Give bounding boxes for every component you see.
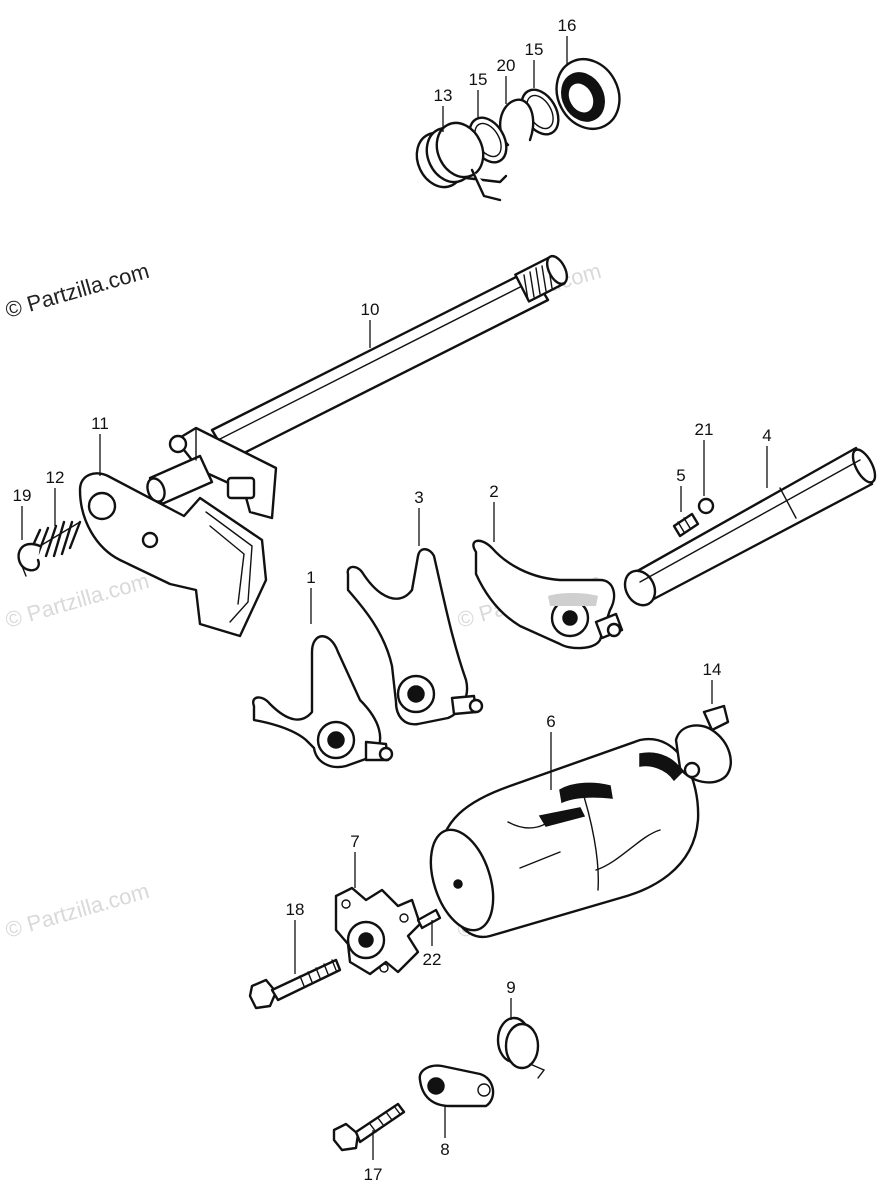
callout-6: 6 [546, 712, 555, 731]
callout-8: 8 [440, 1140, 449, 1159]
drum-stopper-part [674, 704, 732, 784]
callout-7: 7 [350, 832, 359, 851]
callout-2: 2 [489, 482, 498, 501]
shift-arm-part [146, 426, 278, 520]
callout-20: 20 [497, 56, 516, 75]
watermark-faint: © Partzilla.com [2, 568, 151, 633]
callout-17: 17 [364, 1165, 383, 1184]
callout-21: 21 [695, 420, 714, 439]
spring-pin-part [672, 512, 700, 538]
callout-22: 22 [423, 950, 442, 969]
watermark-main: © Partzilla.com [2, 258, 151, 323]
callout-15: 15 [525, 40, 544, 59]
callout-5: 5 [676, 466, 685, 485]
watermark-faint: © Partzilla.com [2, 878, 151, 943]
callout-12: 12 [46, 468, 65, 487]
clip-part [17, 542, 42, 577]
shift-fork-part [472, 539, 624, 650]
callout-18: 18 [286, 900, 305, 919]
callout-19: 19 [13, 486, 32, 505]
shift-fork-part [252, 635, 394, 769]
callout-14: 14 [703, 660, 722, 679]
shift-plate-part [78, 472, 268, 638]
return-spring-part [415, 121, 508, 202]
callout-11: 11 [91, 414, 109, 433]
callout-16: 16 [558, 16, 577, 35]
bolt-part [332, 1102, 406, 1152]
callout-3: 3 [414, 488, 423, 507]
callout-10: 10 [361, 300, 380, 319]
bolt-part [248, 958, 342, 1010]
callout-1: 1 [306, 568, 315, 587]
stopper-arm-part [418, 1064, 495, 1108]
stopper-spring-part [496, 1016, 546, 1079]
shift-fork-part [346, 548, 484, 726]
oil-seal-part [555, 58, 621, 130]
leader-lines [21, 36, 768, 1160]
dowel-pin-part [416, 908, 442, 930]
callout-9: 9 [506, 978, 515, 997]
gearshift-spindle-part [210, 254, 569, 462]
steel-ball-part [697, 497, 715, 515]
fork-shaft-part [623, 446, 877, 607]
cam-plate-part [334, 886, 422, 976]
callout-13: 13 [434, 86, 453, 105]
shift-drum-part [429, 737, 700, 939]
callout-4: 4 [762, 426, 771, 445]
callout-15: 15 [469, 70, 488, 89]
